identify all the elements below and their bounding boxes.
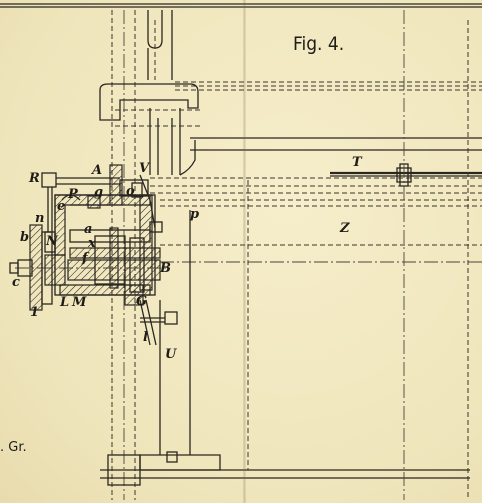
lever-R: [41, 172, 143, 232]
label-R: R: [28, 171, 40, 186]
main-shaft-lines: [150, 177, 482, 263]
top-border: [0, 3, 482, 8]
label-P-upper: P: [67, 187, 79, 202]
upper-guide: [147, 10, 173, 80]
part-labels: Fig. 4. . Gr. R A V P g o e n b N a x f …: [0, 33, 363, 455]
right-centerlines: [247, 10, 469, 500]
label-A: A: [90, 163, 102, 178]
label-U: U: [165, 347, 177, 362]
label-c: c: [12, 275, 20, 290]
figure-title: Fig. 4.: [293, 33, 344, 55]
label-V: V: [139, 161, 151, 176]
label-N: N: [45, 234, 59, 249]
label-Z: Z: [339, 221, 350, 236]
upper-beam: [175, 81, 482, 151]
label-f: f: [81, 251, 90, 266]
label-o: o: [126, 184, 135, 199]
label-e: e: [57, 199, 65, 214]
label-p: p: [190, 207, 199, 222]
label-M: M: [71, 295, 87, 310]
label-b: b: [20, 230, 29, 245]
handle-l: [139, 299, 157, 346]
page-fold: [243, 0, 246, 503]
label-a: a: [84, 222, 92, 237]
label-n: n: [35, 211, 44, 226]
label-G: G: [136, 294, 147, 309]
stand-U: [139, 210, 221, 471]
bracket-casting: [99, 83, 200, 176]
outer-gears: [9, 224, 66, 311]
label-l: l: [143, 330, 148, 345]
label-g: g: [94, 185, 103, 200]
label-1: 1: [30, 305, 39, 320]
label-B: B: [159, 261, 171, 276]
label-L: L: [59, 295, 69, 310]
label-x: x: [87, 236, 96, 251]
label-T: T: [352, 155, 363, 170]
scale-note: . Gr.: [0, 440, 27, 455]
internal-gears: [15, 227, 170, 306]
guide-V: [139, 174, 163, 233]
